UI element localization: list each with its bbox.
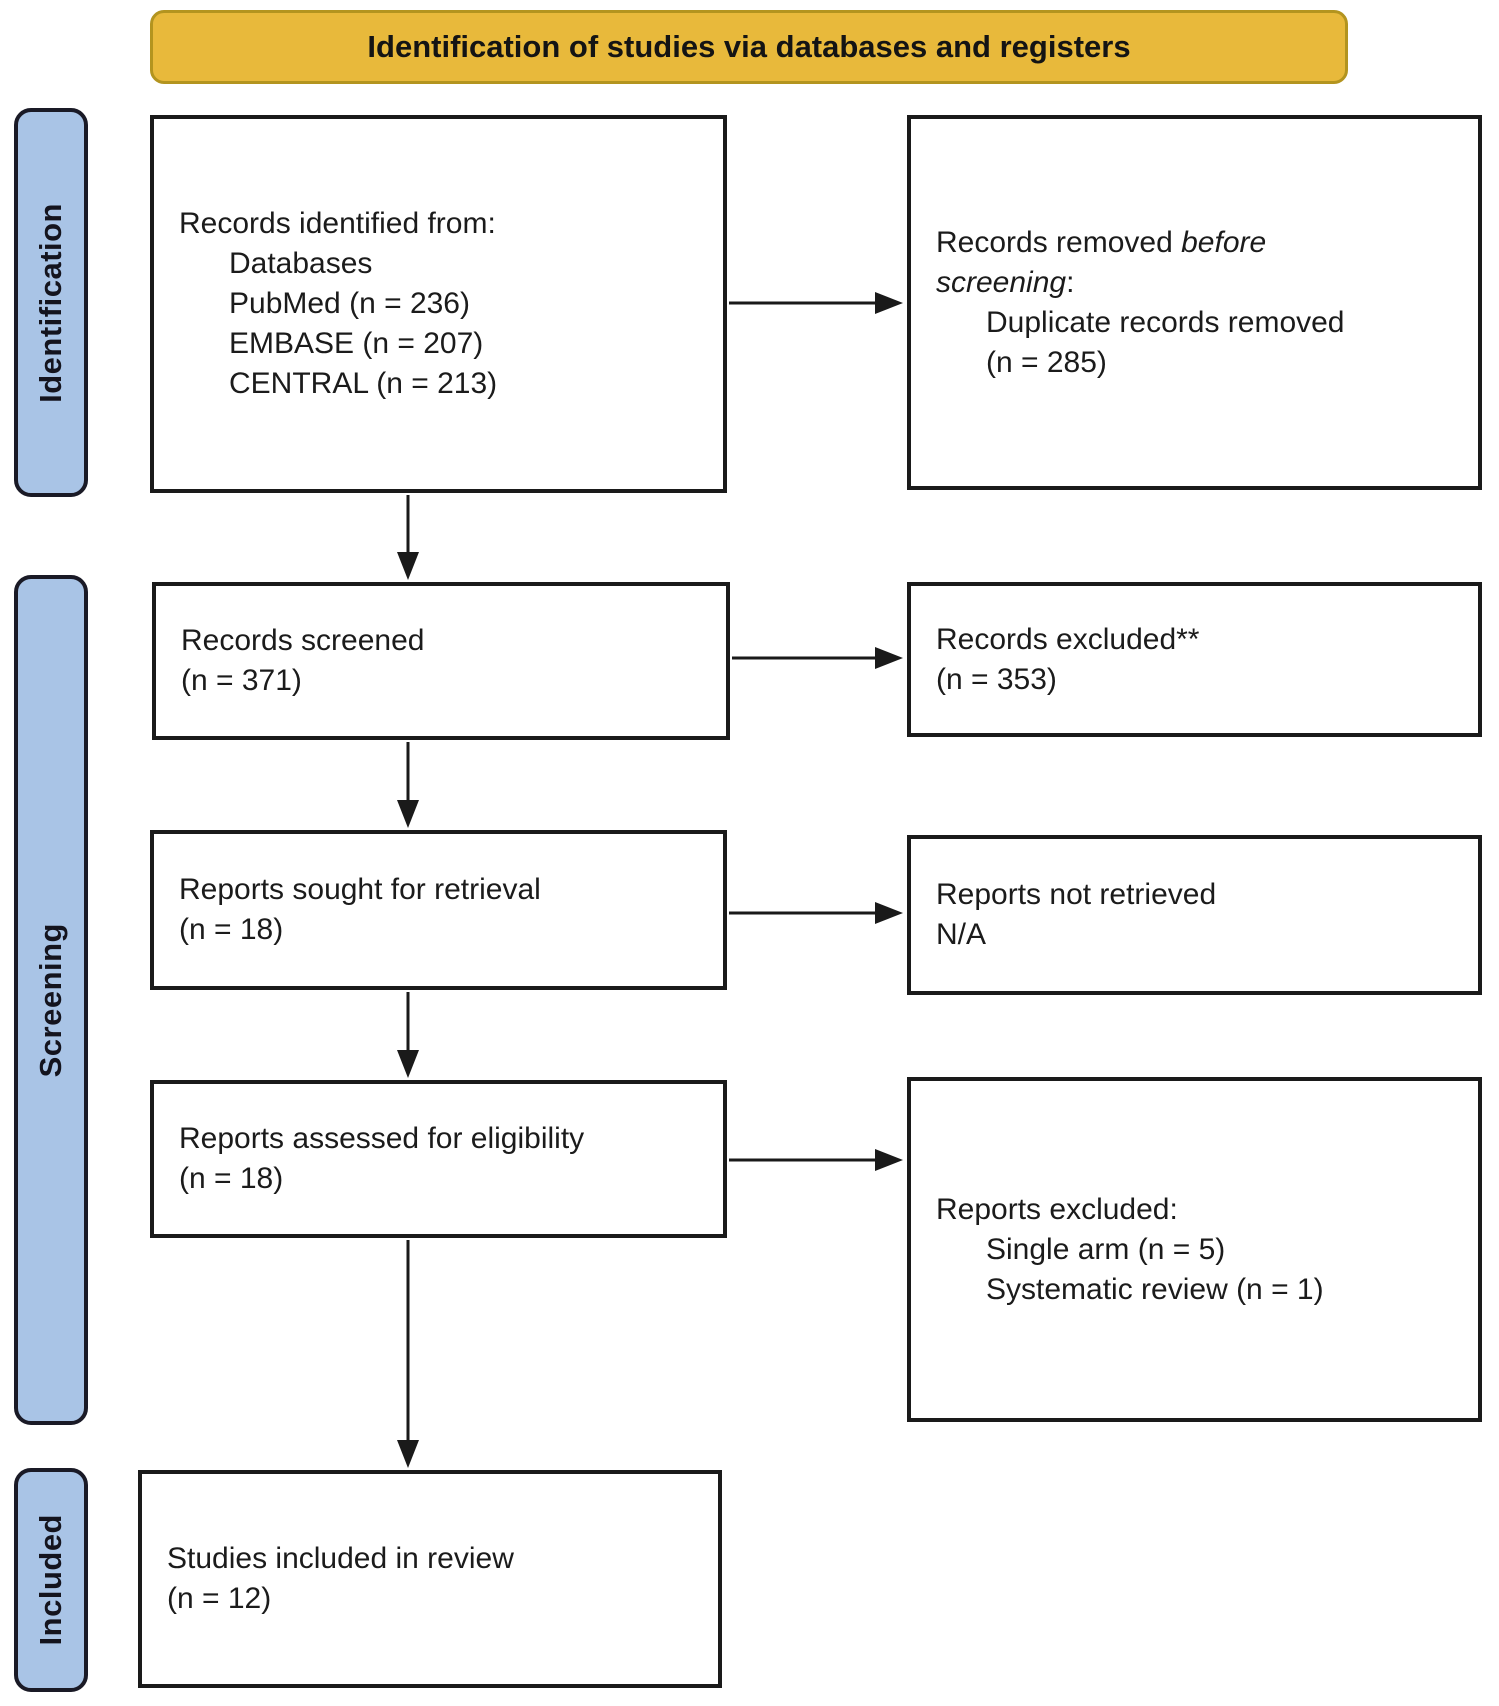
- box-reports-sought: Reports sought for retrieval (n = 18): [150, 830, 727, 990]
- arrow-assessed-to-included-icon: [397, 1240, 419, 1468]
- box-studies-included: Studies included in review (n = 12): [138, 1470, 722, 1688]
- reports-excluded-title: Reports excluded:: [936, 1192, 1178, 1226]
- reports-excluded-item: Single arm (n = 5): [986, 1232, 1226, 1266]
- stage-label-included: Included: [14, 1468, 88, 1692]
- reports-excluded-item: Systematic review (n = 1): [986, 1272, 1324, 1306]
- arrow-identified-to-removed-icon: [729, 292, 903, 314]
- reports-sought-line2: (n = 18): [179, 913, 284, 946]
- box-records-removed: Records removed before screening: Duplic…: [907, 115, 1482, 490]
- reports-assessed-line2: (n = 18): [179, 1162, 284, 1195]
- arrow-sought-to-not-retrieved-icon: [729, 902, 903, 924]
- records-identified-item: EMBASE (n = 207): [229, 327, 484, 360]
- stage-screening-text: Screening: [33, 922, 68, 1078]
- box-records-screened: Records screened (n = 371): [152, 582, 730, 740]
- reports-assessed-line1: Reports assessed for eligibility: [179, 1122, 585, 1155]
- box-reports-excluded: Reports excluded: Single arm (n = 5) Sys…: [907, 1077, 1482, 1422]
- records-identified-item: PubMed (n = 236): [229, 287, 470, 320]
- box-reports-not-retrieved: Reports not retrieved N/A: [907, 835, 1482, 995]
- reports-not-retrieved-line1: Reports not retrieved: [936, 878, 1217, 911]
- records-identified-item: Databases: [229, 247, 373, 280]
- records-removed-title-line2: screening:: [936, 265, 1075, 299]
- records-removed-title-line1: Records removed before: [936, 225, 1267, 259]
- records-excluded-line2: (n = 353): [936, 662, 1057, 696]
- box-reports-assessed: Reports assessed for eligibility (n = 18…: [150, 1080, 727, 1238]
- arrow-screened-to-excluded-icon: [732, 647, 903, 669]
- reports-not-retrieved-line2: N/A: [936, 918, 987, 951]
- records-screened-line2: (n = 371): [181, 664, 302, 697]
- records-identified-title: Records identified from:: [179, 207, 496, 240]
- box-records-identified: Records identified from: Databases PubMe…: [150, 115, 727, 493]
- arrow-assessed-to-excluded-icon: [729, 1149, 903, 1171]
- records-identified-item: CENTRAL (n = 213): [229, 367, 498, 400]
- arrow-identified-to-screened-icon: [397, 495, 419, 580]
- stage-included-text: Included: [33, 1514, 68, 1646]
- title-banner: Identification of studies via databases …: [150, 10, 1348, 84]
- stage-identification-text: Identification: [33, 202, 68, 403]
- records-removed-item: (n = 285): [986, 345, 1107, 379]
- studies-included-line2: (n = 12): [167, 1582, 272, 1615]
- records-screened-line1: Records screened: [181, 624, 425, 657]
- arrow-screened-to-sought-icon: [397, 742, 419, 828]
- box-records-excluded: Records excluded** (n = 353): [907, 582, 1482, 737]
- studies-included-line1: Studies included in review: [167, 1542, 514, 1575]
- stage-label-identification: Identification: [14, 108, 88, 497]
- reports-sought-line1: Reports sought for retrieval: [179, 873, 541, 906]
- stage-label-screening: Screening: [14, 575, 88, 1425]
- records-removed-item: Duplicate records removed: [986, 305, 1345, 339]
- arrow-sought-to-assessed-icon: [397, 992, 419, 1078]
- records-excluded-line1: Records excluded**: [936, 622, 1200, 656]
- diagram-title: Identification of studies via databases …: [367, 29, 1131, 64]
